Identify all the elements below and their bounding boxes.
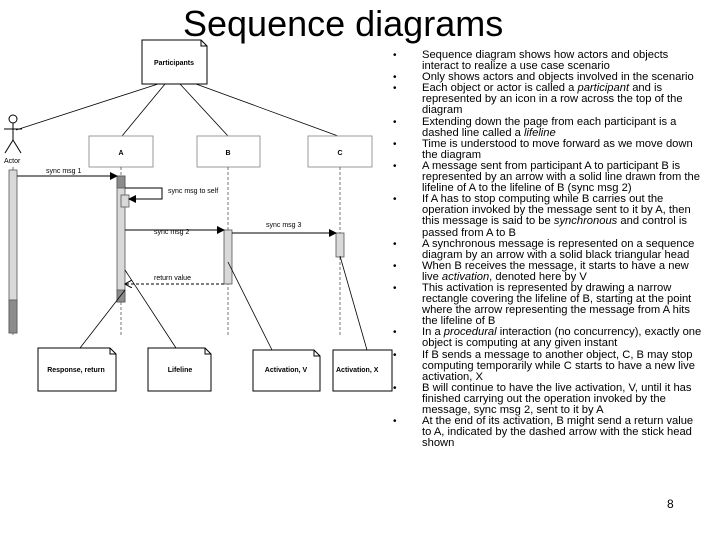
message-sync2: sync msg 2 bbox=[125, 226, 225, 236]
bullet-dot: • bbox=[393, 83, 397, 95]
bullet-text: B will continue to have the live activat… bbox=[422, 381, 692, 416]
bullet-text: Only shows actors and objects involved i… bbox=[422, 71, 694, 84]
participants-note-label: Participants bbox=[154, 60, 194, 67]
note-lifeline: Lifeline bbox=[147, 347, 212, 392]
bullet-dot: • bbox=[393, 327, 397, 339]
note-activation-v-label: Activation, V bbox=[265, 367, 308, 374]
note-activation-x-label: Activation, X bbox=[336, 367, 379, 374]
slide-title: Sequence diagrams bbox=[183, 3, 504, 44]
bullet-item: • In a procedural interaction (no concurr… bbox=[393, 327, 705, 349]
note-activation-v: Activation, V bbox=[252, 349, 321, 392]
bullet-text: participant bbox=[577, 82, 630, 95]
bullet-text: Each object or actor is called a bbox=[422, 82, 578, 95]
bullet-text: If A has to stop computing while B carri… bbox=[422, 193, 691, 228]
bullet-dot: • bbox=[393, 72, 397, 84]
bullet-item: • If B sends a message to another object,… bbox=[393, 348, 705, 383]
bullet-text: interaction (no concurrency), exactly on… bbox=[422, 326, 702, 350]
c-activation-x bbox=[335, 232, 345, 258]
note-lifeline-label: Lifeline bbox=[168, 367, 193, 374]
a-activation-top bbox=[116, 175, 126, 189]
bullet-text: Extending down the page from each partic… bbox=[422, 115, 677, 139]
bullet-item: • When B receives the message, it starts … bbox=[393, 259, 705, 283]
bullet-text: activation bbox=[441, 270, 490, 283]
bullet-item: • A message sent from participant A to pa… bbox=[393, 159, 705, 195]
bullet-dot: • bbox=[393, 238, 397, 250]
bullet-text: This activation is represented by drawin… bbox=[422, 281, 692, 328]
bullet-item: • Time is understood to move forward as w… bbox=[393, 137, 705, 161]
bullet-dot: • bbox=[393, 282, 397, 294]
message-sync3-label: sync msg 3 bbox=[266, 222, 302, 229]
bullet-text: A synchronous message is represented on … bbox=[422, 237, 695, 261]
bullet-item: • Each object or actor is called a partic… bbox=[393, 83, 705, 116]
bullet-dot: • bbox=[393, 116, 397, 128]
message-return: return value bbox=[125, 275, 224, 284]
message-sync2-label: sync msg 2 bbox=[154, 229, 190, 236]
a-self-activation bbox=[120, 194, 130, 208]
bullet-dot: • bbox=[393, 416, 397, 428]
sequence-diagram: Participants Actor A B C bbox=[4, 39, 393, 392]
bullet-text: Sequence diagram shows how actors and ob… bbox=[422, 49, 669, 73]
bullet-text: , denoted here by V bbox=[489, 270, 587, 283]
message-self: sync msg to self bbox=[125, 187, 218, 203]
bullet-text: procedural bbox=[443, 326, 497, 339]
actor-activation-end bbox=[8, 299, 18, 334]
bullet-dot: • bbox=[393, 382, 397, 394]
bullet-item: • A synchronous message is represented on… bbox=[393, 237, 705, 261]
note-response: Response, return bbox=[37, 347, 117, 392]
actor-label: Actor bbox=[4, 158, 21, 165]
bullet-dot: • bbox=[393, 138, 397, 150]
participant-b-label: B bbox=[225, 150, 230, 157]
page-number: 8 bbox=[667, 497, 674, 511]
bullet-text: and control is passed from A to B bbox=[422, 215, 687, 239]
note-response-label: Response, return bbox=[47, 367, 105, 374]
bullet-text: lifeline bbox=[524, 126, 556, 139]
participant-a-label: A bbox=[118, 150, 123, 157]
bullet-item: • This activation is represented by drawi… bbox=[393, 281, 705, 328]
participant-c-label: C bbox=[337, 150, 342, 157]
bullet-text: synchronous bbox=[553, 215, 618, 228]
bullet-item: • If A has to stop computing while B carr… bbox=[393, 193, 705, 239]
participant-box-a: A bbox=[88, 135, 154, 168]
b-activation-v bbox=[223, 229, 233, 285]
bullet-dot: • bbox=[393, 50, 397, 61]
bottom-note-connectors bbox=[79, 255, 368, 351]
bullet-text: and is represented by an icon in a row a… bbox=[422, 82, 683, 117]
bullet-dot: • bbox=[393, 160, 397, 172]
bullet-item: • B will continue to have the live activa… bbox=[393, 381, 705, 416]
message-sync1: sync msg 1 bbox=[17, 168, 118, 180]
bullet-item: • At the end of its activation, B might s… bbox=[393, 415, 705, 450]
message-sync3: sync msg 3 bbox=[232, 222, 337, 237]
participant-box-b: B bbox=[196, 135, 261, 168]
a-activation-bottom bbox=[116, 289, 126, 303]
bullet-text: In a bbox=[422, 326, 444, 339]
note-activation-x: Activation, X bbox=[332, 349, 393, 392]
bullet-dot: • bbox=[393, 194, 397, 206]
bullet-text: When B receives the message, it starts t… bbox=[422, 259, 689, 283]
bullet-text: At the end of its activation, B might se… bbox=[422, 415, 694, 450]
bullet-dot: • bbox=[393, 260, 397, 272]
participants-note: Participants bbox=[141, 39, 208, 85]
message-return-label: return value bbox=[154, 275, 191, 282]
actor-figure bbox=[4, 114, 22, 154]
bullet-dot: • bbox=[393, 349, 397, 361]
bullet-text: Time is understood to move forward as we… bbox=[422, 137, 693, 161]
message-sync1-label: sync msg 1 bbox=[46, 168, 82, 175]
bullet-item: • Extending down the page from each parti… bbox=[393, 115, 705, 139]
bullet-list: • Sequence diagram shows how actors and o… bbox=[393, 49, 705, 450]
bullet-text: A message sent from participant A to par… bbox=[422, 159, 700, 195]
bullet-item: • Sequence diagram shows how actors and o… bbox=[393, 49, 705, 73]
note-connectors bbox=[15, 83, 339, 137]
bullet-item: • Only shows actors and objects involved … bbox=[393, 71, 705, 84]
bullet-text: If B sends a message to another object, … bbox=[422, 348, 695, 383]
message-self-label: sync msg to self bbox=[168, 188, 218, 195]
participant-box-c: C bbox=[307, 135, 373, 168]
